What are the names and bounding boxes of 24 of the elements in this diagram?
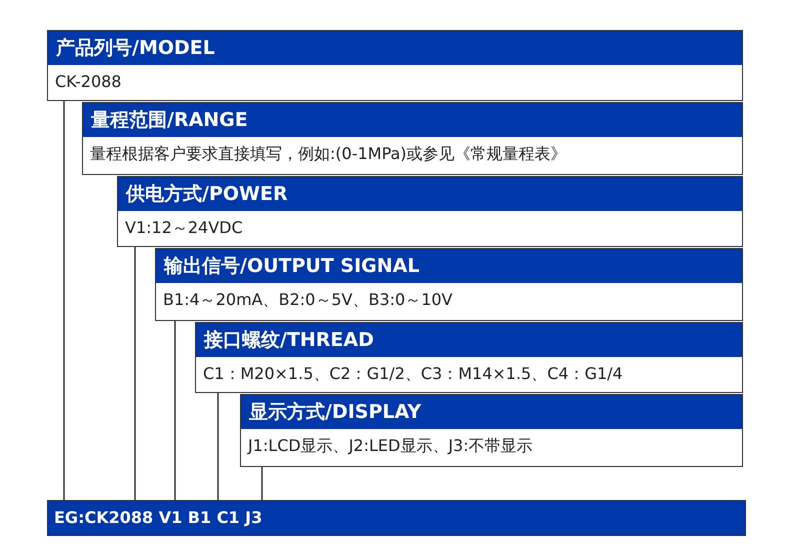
connector-line xyxy=(134,247,136,500)
option-card xyxy=(240,394,743,467)
option-text: CK-2088 xyxy=(54,71,122,93)
option-card xyxy=(47,30,743,101)
option-text: B1:4～20mA、B2:0～5V、B3:0～10V xyxy=(162,289,454,311)
option-text: C1：M20×1.5、C2：G1/2、C3：M14×1.5、C4：G1/4 xyxy=(202,363,624,385)
option-card xyxy=(117,176,743,247)
connector-line xyxy=(174,321,176,500)
option-card xyxy=(155,248,743,321)
section-heading: 接口螺纹/THREAD xyxy=(196,323,742,357)
option-text: J1:LCD显示、J2:LED显示、J3:不带显示 xyxy=(246,435,534,457)
section-heading: 产品列号/MODEL xyxy=(48,31,742,65)
connector-line xyxy=(63,101,65,500)
connector-line xyxy=(261,467,263,500)
section-heading: 量程范围/RANGE xyxy=(83,103,742,137)
option-text: V1:12～24VDC xyxy=(124,217,244,239)
section-heading: 输出信号/OUTPUT SIGNAL xyxy=(156,249,742,283)
example-code-bar: EG:CK2088 V1 B1 C1 J3 xyxy=(47,500,746,536)
section-heading: 供电方式/POWER xyxy=(118,177,742,211)
connector-line xyxy=(217,393,219,500)
option-card xyxy=(195,322,743,393)
section-heading: 显示方式/DISPLAY xyxy=(241,395,742,429)
option-text: 量程根据客户要求直接填写，例如:(0-1MPa)或参见《常规量程表》 xyxy=(89,143,568,165)
option-card xyxy=(82,102,743,175)
